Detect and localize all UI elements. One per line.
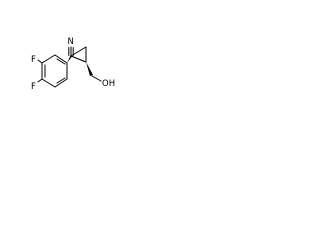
bond-ring-to-fluorine-top bbox=[37, 59, 43, 64]
molecule-diagram: N F F OH bbox=[31, 37, 115, 92]
bond-ch2-to-oh bbox=[91, 75, 102, 82]
wedge-bond-ring-to-cyclopropane bbox=[67, 55, 72, 63]
structure-canvas: N F F OH bbox=[0, 0, 152, 152]
wedge-bond-to-ch2 bbox=[86, 62, 93, 76]
nitrile-n-label: N bbox=[68, 37, 74, 47]
nitrile-triple-bond bbox=[68, 46, 74, 57]
fluorine-top-label: F bbox=[31, 55, 36, 65]
hydroxyl-label: OH bbox=[102, 79, 115, 89]
bond-ring-to-fluorine-bottom bbox=[37, 78, 43, 83]
fluorine-bottom-label: F bbox=[31, 82, 36, 92]
benzene-ring bbox=[41, 54, 68, 88]
